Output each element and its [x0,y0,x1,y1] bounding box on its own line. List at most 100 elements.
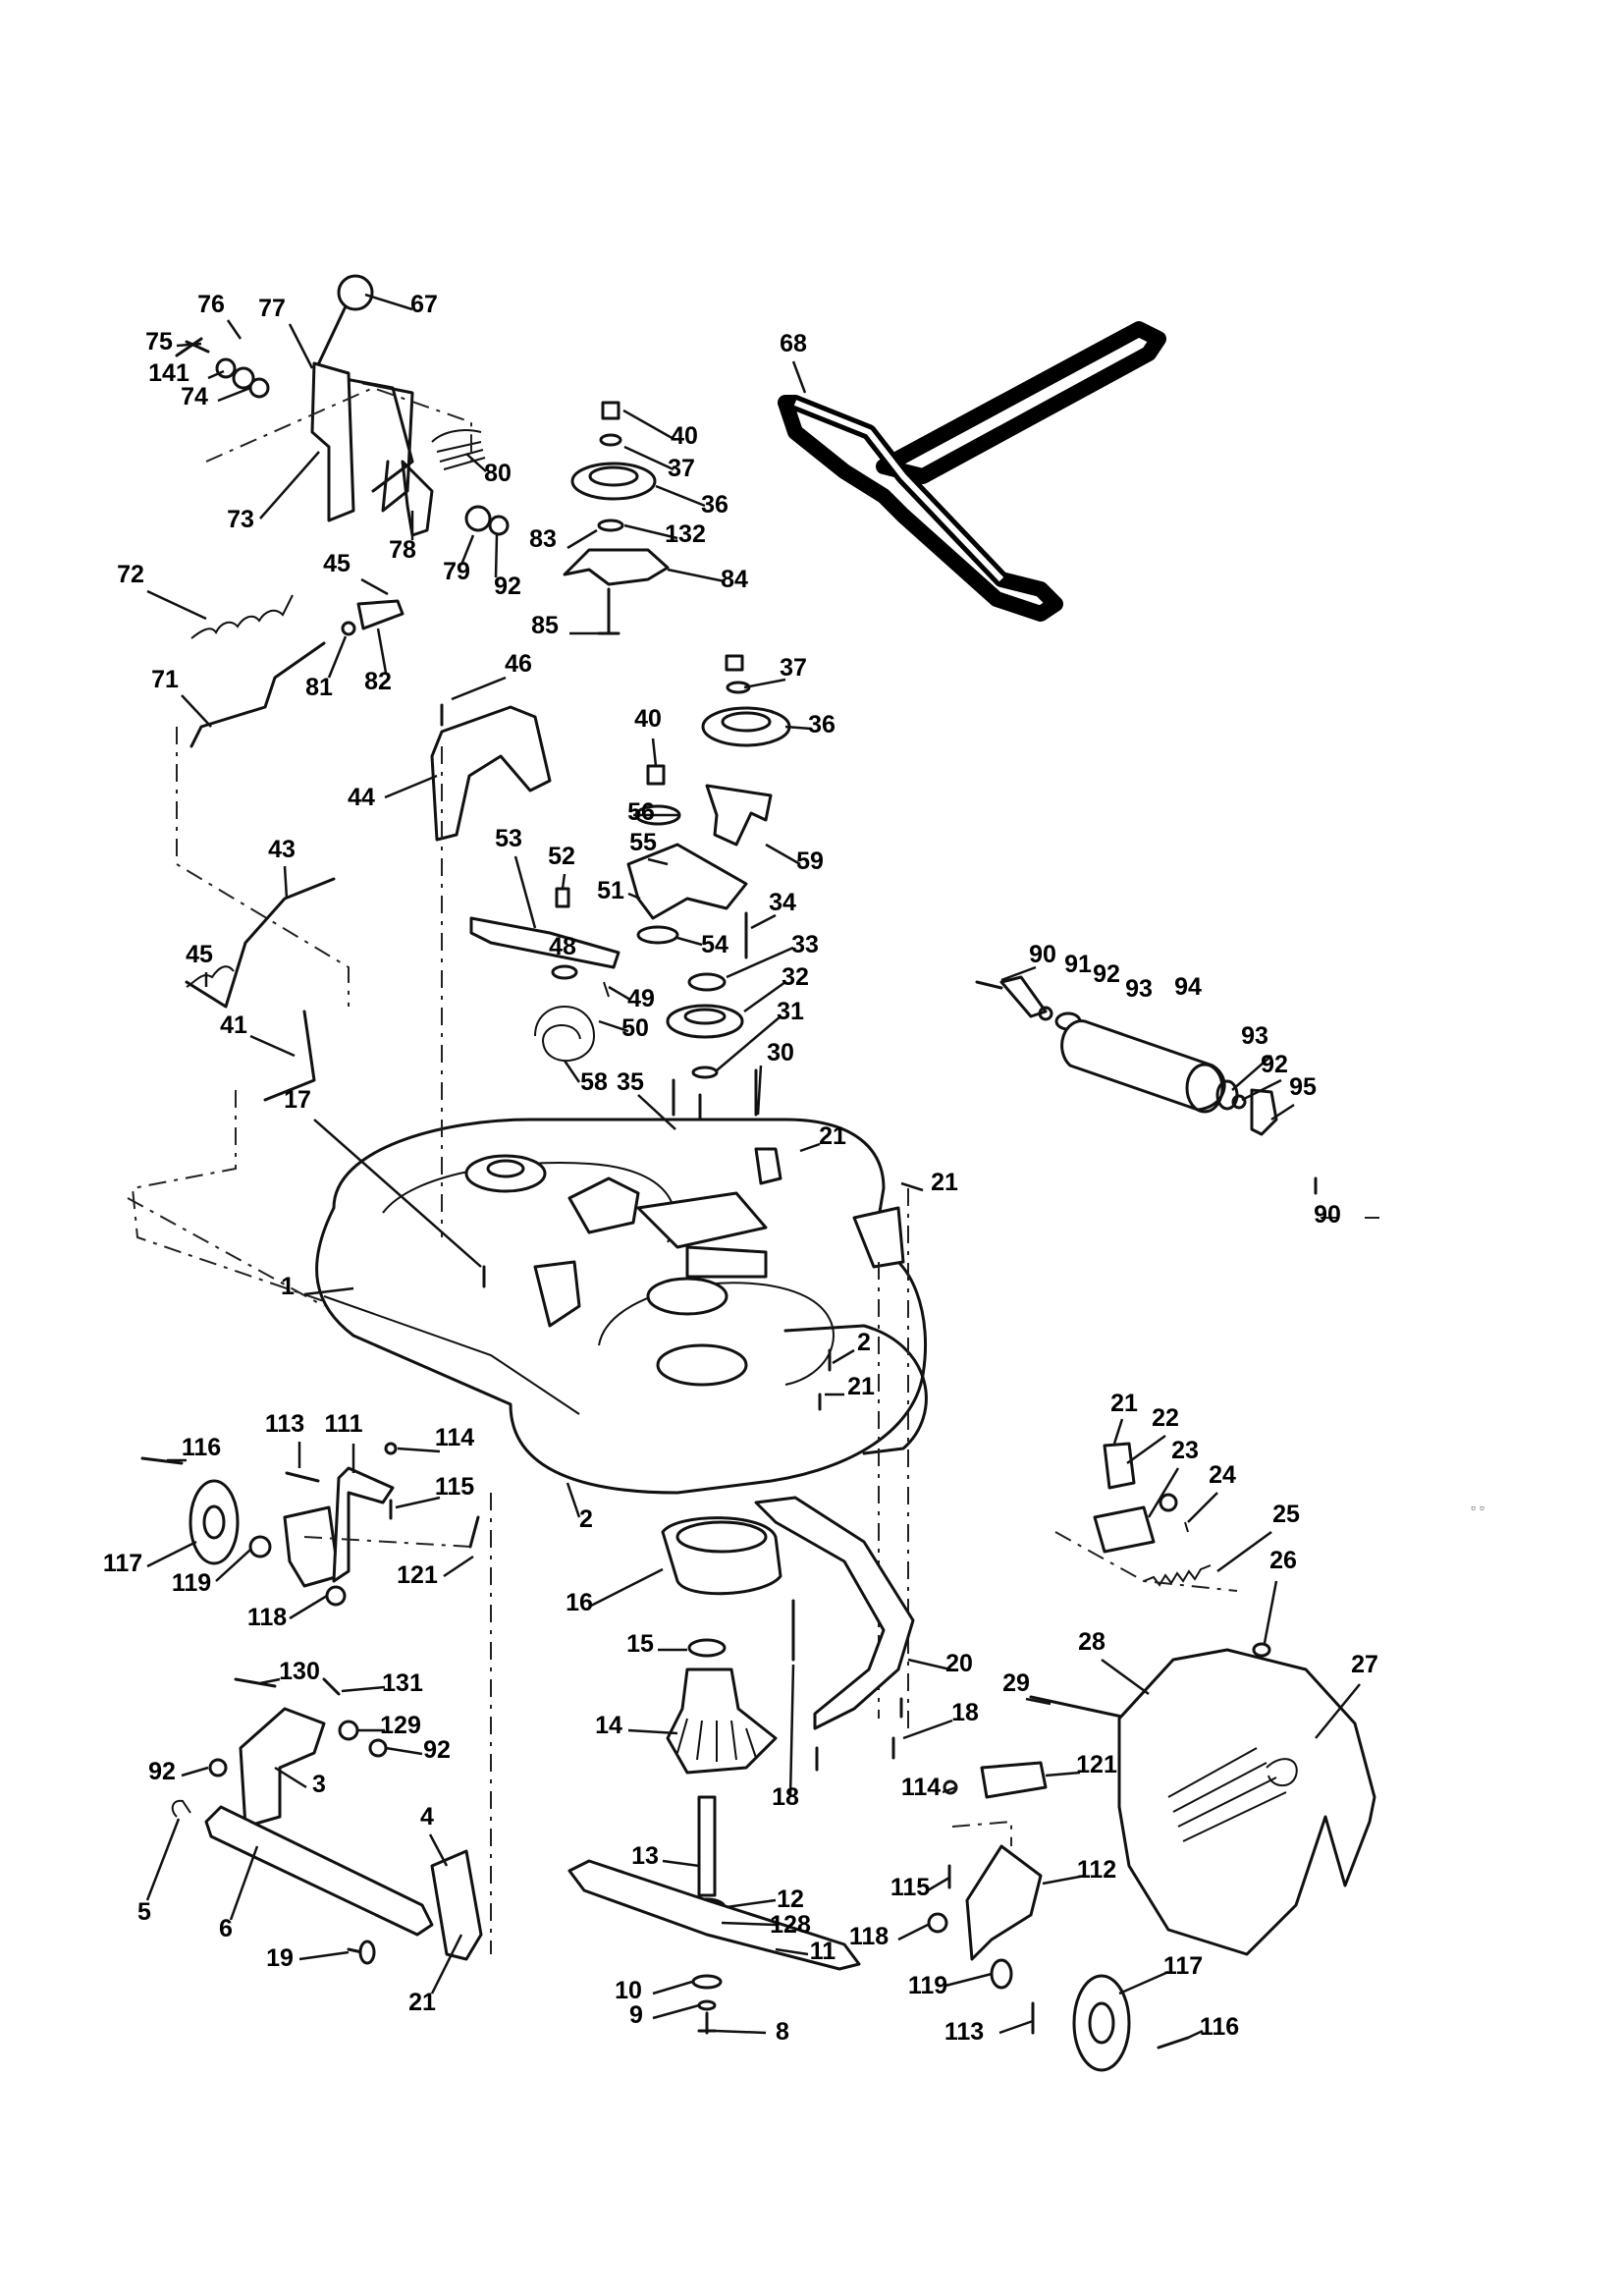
callout-117: 117 [103,1550,142,1577]
bracket-112 [965,1844,1043,1961]
callout-2: 2 [579,1505,593,1533]
callout-128: 128 [770,1911,811,1939]
nut [488,515,510,536]
lift-link [401,460,434,537]
bracket-91 [999,975,1048,1018]
bracket-111 [332,1466,395,1583]
washer-10 [691,1974,723,1990]
discharge-chute [1029,1442,1376,1956]
nut-92b [208,1758,228,1777]
clip-5 [171,1799,191,1818]
deck-tension-plate [685,1245,768,1279]
callout-23: 23 [1171,1437,1199,1464]
callout-44: 44 [348,784,375,811]
roller-94 [1060,1019,1226,1112]
washer-129 [338,1720,359,1741]
front-wheel-left [140,1442,480,1607]
link-6 [204,1805,434,1937]
callout-71: 71 [151,666,179,693]
callout-114: 114 [901,1774,941,1801]
anti-scalp-roller [975,975,1379,1219]
bracket-3 [239,1707,326,1829]
callout-6: 6 [219,1915,233,1942]
deck-dome-right [598,1282,835,1386]
spring-80 [431,429,486,470]
bolt-131 [322,1677,341,1696]
nut-118 [325,1585,347,1607]
bracket-82 [356,599,404,630]
spring-58 [534,1006,596,1063]
wheel-117 [189,1479,240,1565]
callout-1: 1 [281,1273,295,1300]
callout-21: 21 [1110,1390,1138,1417]
callout-17: 17 [284,1086,311,1114]
callout-85: 85 [531,612,559,639]
callout-58: 58 [580,1068,608,1096]
callout-45: 45 [323,550,351,577]
callout-114: 114 [435,1424,474,1451]
deck-spindle-hole [656,1343,748,1387]
callout-67: 67 [410,291,438,318]
callout-32: 32 [782,963,809,991]
callout-115: 115 [435,1473,474,1501]
deck-center-pulley [646,1277,728,1316]
lift-knob [337,274,374,311]
spring-72 [190,594,294,639]
callout-18: 18 [772,1783,799,1811]
nut-33 [687,972,727,992]
callout-16: 16 [566,1589,593,1616]
deck-hanger-left [533,1260,581,1328]
callout-72: 72 [117,561,144,588]
callout-92: 92 [494,573,521,600]
spacer [646,764,666,786]
pin-49 [603,981,610,998]
callout-36: 36 [701,491,728,519]
arm-53 [469,916,620,969]
rear-bracket [754,1496,915,1772]
callout-92: 92 [423,1736,451,1764]
housing-16 [661,1516,782,1596]
callout-21: 21 [847,1373,875,1400]
callout-37: 37 [668,455,695,482]
callout-5: 5 [137,1898,151,1926]
bracket-20 [754,1496,915,1730]
callout-21: 21 [819,1122,846,1150]
deck-spindle-pulley [464,1154,547,1193]
washer-37 [599,433,622,447]
callout-40: 40 [671,422,698,450]
callout-78: 78 [389,536,416,564]
callout-30: 30 [767,1039,794,1066]
bracket-plate [283,1505,341,1588]
callout-118: 118 [849,1923,889,1950]
callout-8: 8 [776,2018,789,2046]
washer-48 [551,964,578,980]
bracket-59 [705,784,773,847]
callout-56: 56 [627,798,655,826]
washer [464,505,492,532]
callout-131: 131 [382,1669,423,1697]
callout-19: 19 [266,1944,294,1972]
callout-79: 79 [443,558,470,585]
lift-lever-assembly [175,274,510,537]
callout-53: 53 [495,825,522,852]
callout-46: 46 [505,650,532,678]
washer-54 [636,925,679,945]
rod-guide-lower [131,1090,325,1302]
callout-51: 51 [597,877,624,904]
callout-2: 2 [857,1329,871,1356]
bracket-84 [563,548,670,586]
callout-119: 119 [172,1569,211,1597]
spindle-14 [666,1667,778,1775]
callout-27: 27 [1351,1651,1378,1678]
callout-34: 34 [769,889,796,916]
chute-27 [1117,1648,1376,1956]
callout-73: 73 [227,506,254,533]
callout-116: 116 [1200,2013,1239,2041]
link-41 [263,1010,316,1102]
rear-wheel-right [927,1761,1190,2072]
callout-40: 40 [634,705,662,733]
bolt-90 [975,980,1003,990]
deck-idler-bracket [636,1191,768,1249]
callout-26: 26 [1269,1547,1297,1574]
callout-20: 20 [945,1650,973,1677]
